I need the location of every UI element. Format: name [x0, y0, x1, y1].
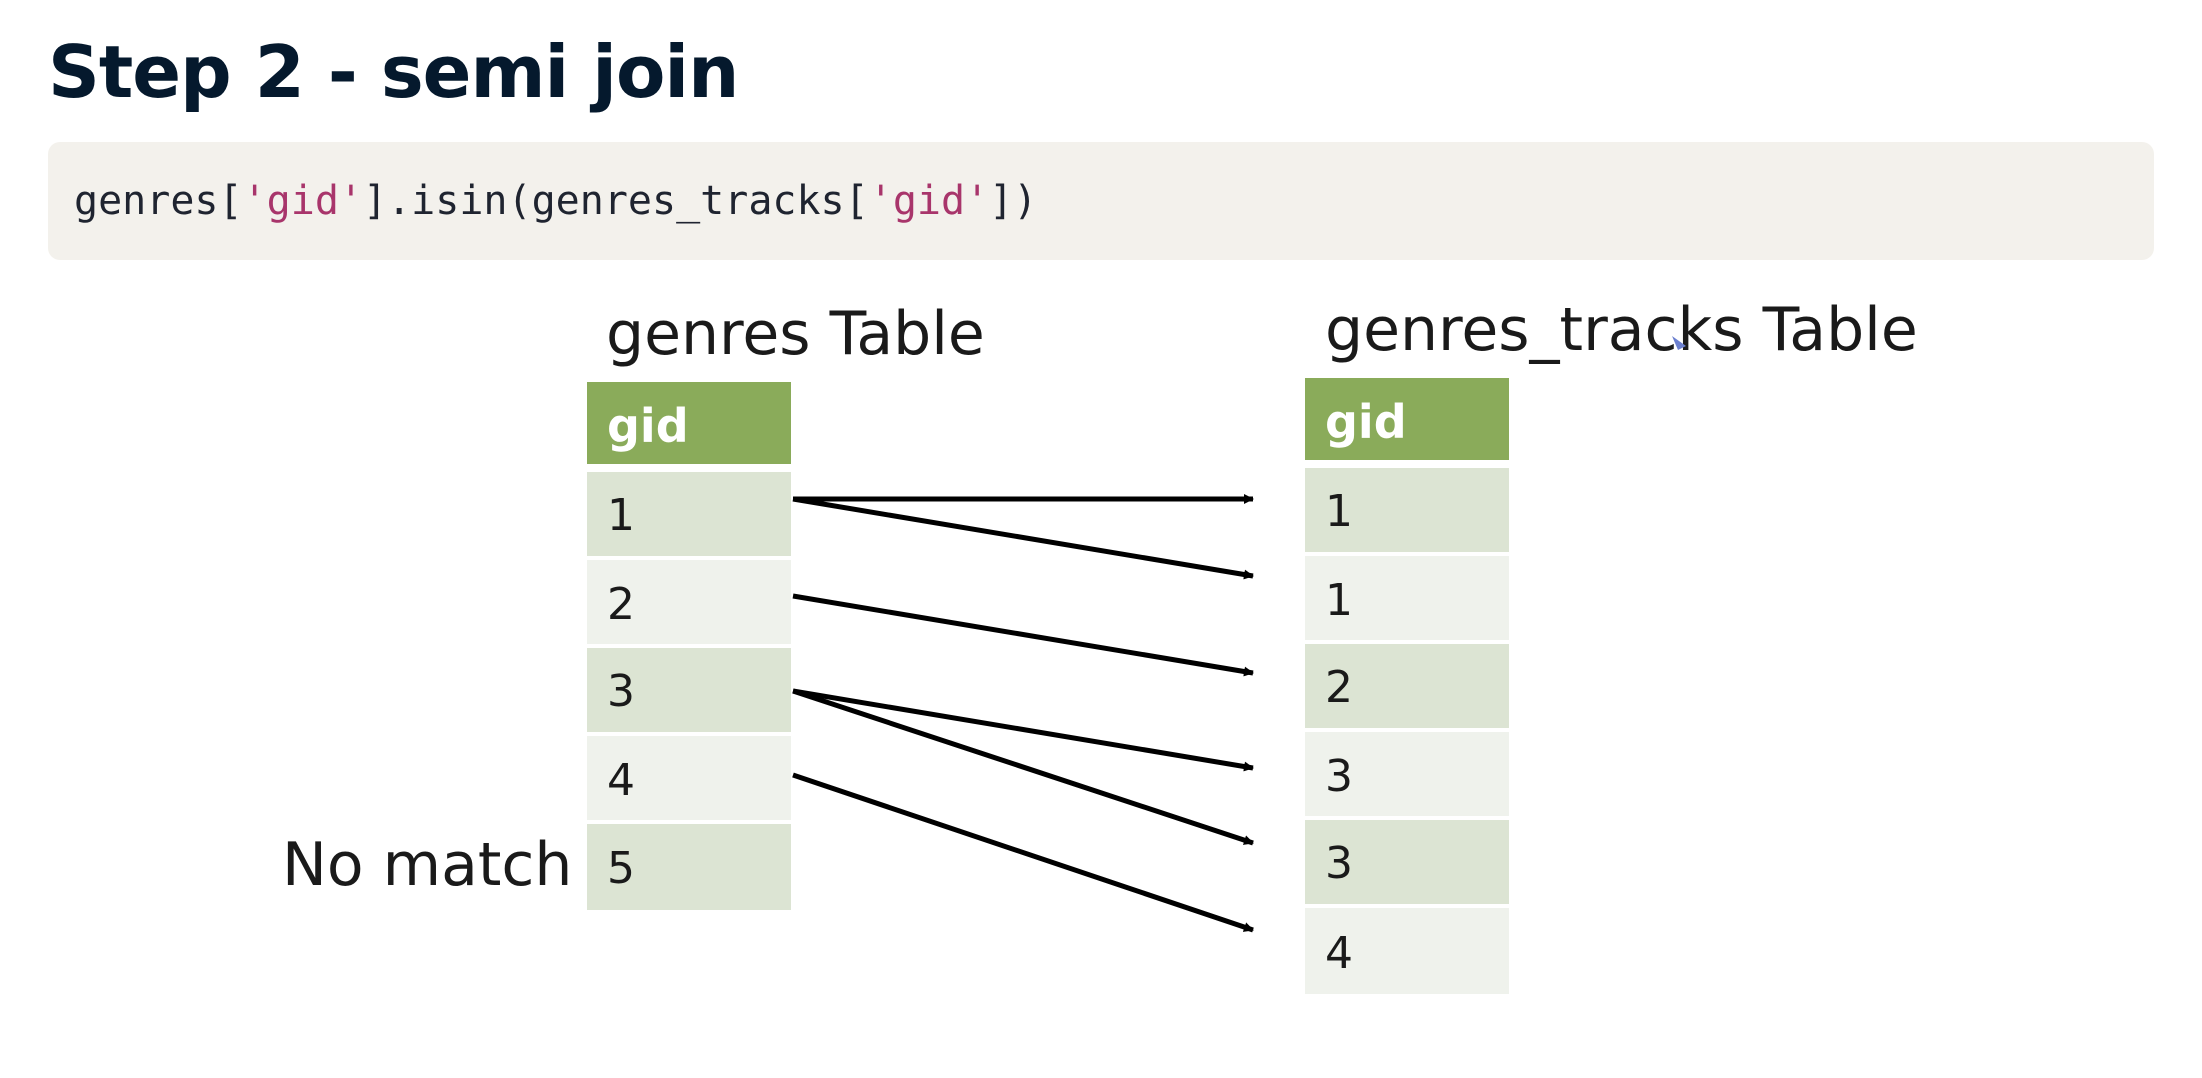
code-text: genres[ — [74, 178, 243, 224]
right-table-header-label: gid — [1325, 395, 1407, 449]
table-cell: 3 — [607, 666, 635, 717]
match-arrows — [792, 494, 1254, 933]
table-cell: 4 — [1325, 928, 1353, 979]
table-cell: 2 — [607, 579, 635, 630]
table-row — [1305, 468, 1509, 552]
table-row — [587, 736, 791, 820]
cursor-mark-icon — [1672, 336, 1686, 350]
table-cell: 3 — [1325, 751, 1353, 802]
table-cell: 1 — [1325, 486, 1353, 537]
table-row — [1305, 820, 1509, 904]
match-arrow — [792, 593, 1254, 677]
code-string: 'gid' — [868, 178, 990, 224]
code-string: 'gid' — [242, 178, 363, 224]
table-cell: 5 — [607, 843, 635, 894]
table-cell: 1 — [1325, 575, 1353, 626]
match-arrow — [792, 496, 1254, 580]
no-match-label: No match — [282, 830, 572, 900]
table-cell: 1 — [607, 490, 635, 541]
code-text: ]) — [989, 178, 1038, 224]
match-arrow — [792, 688, 1254, 846]
table-cell: 4 — [607, 755, 635, 806]
left-table-header — [587, 382, 791, 464]
table-row — [587, 560, 791, 644]
right-table: gid 1 1 2 3 3 4 — [1305, 378, 1509, 994]
table-cell: 3 — [1325, 838, 1353, 889]
table-row — [587, 824, 791, 910]
table-row — [587, 472, 791, 556]
table-row — [1305, 644, 1509, 728]
code-text: ].isin(genres_tracks[ — [363, 178, 869, 224]
right-table-header — [1305, 378, 1509, 460]
left-table-title: genres Table — [606, 299, 985, 369]
left-table-header-label: gid — [607, 399, 689, 453]
match-arrow — [792, 772, 1254, 933]
left-table: gid 1 2 3 4 5 — [587, 382, 791, 910]
page-title: Step 2 - semi join — [48, 30, 739, 114]
match-arrow — [792, 688, 1254, 772]
code-block: genres['gid'].isin(genres_tracks['gid']) — [48, 142, 2154, 260]
table-row — [1305, 556, 1509, 640]
table-cell: 2 — [1325, 662, 1353, 713]
table-row — [587, 648, 791, 732]
table-row — [1305, 908, 1509, 994]
right-table-title: genres_tracks Table — [1325, 295, 1918, 365]
table-row — [1305, 732, 1509, 816]
